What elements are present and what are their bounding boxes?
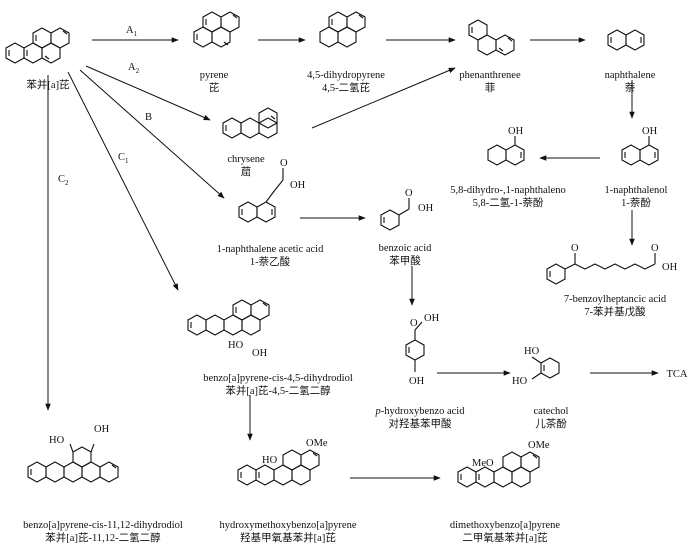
route-b-label: B [145, 112, 152, 123]
catechol-cn: 儿茶酚 [535, 417, 567, 430]
hydroxymethoxy-ho: HO [262, 455, 278, 466]
dihydrodiol-12-oh: OH [94, 424, 110, 435]
arrow-chrysene-phenanthrene [311, 67, 456, 129]
chrysene-en: chrysene [227, 154, 265, 165]
phenanthrene-structure [468, 19, 515, 56]
arrow-a2 [85, 65, 211, 121]
dihydrodiol-ho: HO [228, 340, 244, 351]
hydroxybenzoic-o: O [410, 318, 418, 329]
naphthalenol-oh: OH [642, 126, 658, 137]
naphthalene-acetic-acid-structure [238, 168, 284, 223]
hydroxymethoxy-en: hydroxymethoxybenzo[a]pyrene [219, 520, 356, 531]
naphthalene-structure [607, 29, 645, 51]
pathway-arrows [45, 37, 659, 481]
benzoylheptanoic-o: O [571, 243, 579, 254]
route-a1-label: A1 [126, 25, 138, 38]
benzoylheptanoic-o2: O [651, 243, 659, 254]
benzoic-oh: OH [418, 203, 434, 214]
cis-4-5-dihydrodiol-structure [187, 299, 270, 336]
benzoylheptanoic-en: 7-benzoylheptancic acid [564, 294, 667, 305]
hydroxymethoxy-ome: OMe [306, 438, 328, 449]
naa-oh: OH [290, 180, 306, 191]
route-labels: A1 A2 B C1 C2 [58, 25, 152, 187]
dihydronaphthalenol-cn: 5,8-二氢-1-萘酚 [473, 196, 544, 209]
benzoic-acid-structure [380, 198, 410, 231]
dihydronaphthalenol-structure [487, 136, 525, 166]
benzoic-cn: 苯甲酸 [389, 254, 421, 267]
catechol-ho-1: HO [524, 346, 540, 357]
dimethoxy-meo: MeO [472, 458, 494, 469]
naphthalene-cn: 萘 [625, 82, 636, 94]
phenanthrene-en: phenanthrenee [459, 70, 521, 81]
hydroxymethoxy-cn: 羟基甲氧基苯并[a]芘 [240, 531, 336, 544]
hydroxybenzoic-en: p-hydroxybenzo acid [375, 406, 466, 417]
dihydronaphthalenol-oh: OH [508, 126, 524, 137]
cis-11-12-dihydrodiol-en: benzo[a]pyrene-cis-11,12-dihydrodiol [23, 520, 183, 531]
route-c2-label: C2 [58, 174, 69, 187]
route-a2-label: A2 [128, 62, 140, 75]
dihydropyrene-cn: 4,5-二氢芘 [322, 81, 370, 94]
pyrene-structure [193, 11, 240, 48]
compound-labels: 苯并[a]芘 pyrene 芘 4,5-dihydropyrene 4,5-二氢… [23, 70, 688, 544]
benzo-a-pyrene-structure [5, 27, 70, 64]
hydroxymethoxy-structure [237, 449, 320, 486]
dihydrodiol-oh: OH [252, 348, 268, 359]
benzo-a-pyrene-cn: 苯并[a]芘 [26, 78, 69, 91]
benzoylheptanoic-oh: OH [662, 262, 678, 273]
dimethoxy-cn: 二甲氧基苯并[a]芘 [462, 531, 547, 544]
pyrene-en: pyrene [200, 70, 229, 81]
benzoylheptanoic-acid-structure [546, 253, 656, 285]
arrow-b [79, 69, 225, 199]
cis-4-5-dihydrodiol-cn: 苯并[a]芘-4,5-二氢二醇 [225, 384, 331, 397]
naphthalene-en: naphthalene [605, 70, 656, 81]
dihydrodiol-11-ho: HO [49, 435, 65, 446]
naa-en: 1-naphthalene acetic acid [217, 244, 324, 255]
benzoylheptanoic-cn: 7-苯并基戊酸 [584, 305, 646, 318]
arrow-c1 [67, 71, 179, 291]
pyrene-cn: 芘 [209, 81, 220, 94]
cis-4-5-dihydrodiol-en: benzo[a]pyrene-cis-4,5-dihydrodiol [203, 373, 353, 384]
route-c1-label: C1 [118, 152, 129, 165]
naphthalenol-cn: 1-萘酚 [621, 197, 651, 209]
naa-o: O [280, 158, 288, 169]
catechol-en: catechol [534, 406, 569, 417]
catechol-ho-2: HO [512, 376, 528, 387]
naa-cn: 1-萘乙酸 [250, 255, 291, 268]
dihydronaphthalenol-en: 5,8-dihydro-,1-naphthaleno [450, 185, 565, 196]
naphthalenol-structure [621, 136, 659, 166]
cis-11-12-dihydrodiol-cn: 苯并[a]芘-11,12-二氢二醇 [45, 531, 161, 544]
phenanthrene-cn: 菲 [485, 82, 496, 94]
naphthalenol-en: 1-naphthalenol [605, 185, 668, 196]
dimethoxy-en: dimethoxybenzo[a]pyrene [450, 520, 561, 531]
dimethoxy-structure [457, 451, 540, 488]
cis-11-12-dihydrodiol-structure [27, 443, 119, 483]
atom-labels: OH OH O OH O OH O O OH HO OH O OH OH HO … [49, 126, 678, 469]
benzoic-en: benzoic acid [379, 243, 433, 254]
dihydropyrene-structure [319, 11, 366, 48]
dihydropyrene-en: 4,5-dihydropyrene [307, 70, 385, 81]
tca-label: TCA [667, 369, 688, 380]
catechol-structure [531, 356, 560, 380]
hydroxybenzoic-cn: 对羟基苯甲酸 [389, 417, 452, 430]
hydroxybenzoic-oh: OH [424, 313, 440, 324]
chrysene-structure [222, 107, 278, 139]
chrysene-cn: 䓛 [241, 166, 252, 178]
benzoic-o: O [405, 188, 413, 199]
hydroxybenzoic-para-oh: OH [409, 376, 425, 387]
dimethoxy-ome: OMe [528, 440, 550, 451]
p-hydroxybenzoic-acid-structure [405, 321, 425, 372]
